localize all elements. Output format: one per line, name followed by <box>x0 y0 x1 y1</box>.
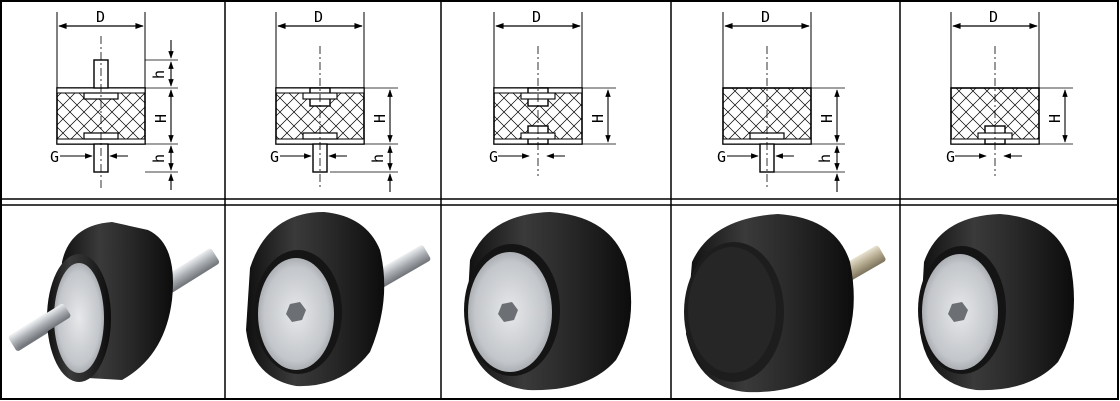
metal-plate <box>54 263 104 373</box>
label-g: G <box>489 148 498 166</box>
label-h-bottom: h <box>816 154 834 163</box>
diagram-plain-female: D H G <box>946 8 1073 176</box>
label-h-top: h <box>150 70 168 79</box>
label-g: G <box>717 148 726 166</box>
label-H: H <box>371 114 389 123</box>
label-d: D <box>96 8 105 26</box>
hex-socket <box>286 302 306 322</box>
label-d: D <box>989 8 998 26</box>
label-H: H <box>589 114 607 123</box>
hex-socket <box>948 302 968 322</box>
photo-female-male <box>246 212 431 387</box>
diagram-male-male: D h H h G <box>50 8 178 190</box>
photo-plain-male <box>684 214 886 393</box>
label-g: G <box>946 148 955 166</box>
photo-male-male <box>8 222 220 382</box>
label-h-bottom: h <box>150 154 168 163</box>
label-H: H <box>152 114 170 123</box>
photo-female-female <box>464 212 632 391</box>
diagram-female-male: D H h G <box>270 8 398 192</box>
bolt-right <box>160 248 220 294</box>
label-g: G <box>50 148 59 166</box>
diagram-female-female: D H G <box>489 8 616 176</box>
label-H: H <box>818 114 836 123</box>
label-d: D <box>314 8 323 26</box>
label-d: D <box>761 8 770 26</box>
label-h-bottom: h <box>369 154 387 163</box>
label-g: G <box>270 148 279 166</box>
label-H: H <box>1046 114 1064 123</box>
photo-plain-female <box>918 214 1074 391</box>
hex-socket <box>498 302 518 322</box>
label-d: D <box>532 8 541 26</box>
diagram-plain-male: D H h G <box>717 8 845 192</box>
